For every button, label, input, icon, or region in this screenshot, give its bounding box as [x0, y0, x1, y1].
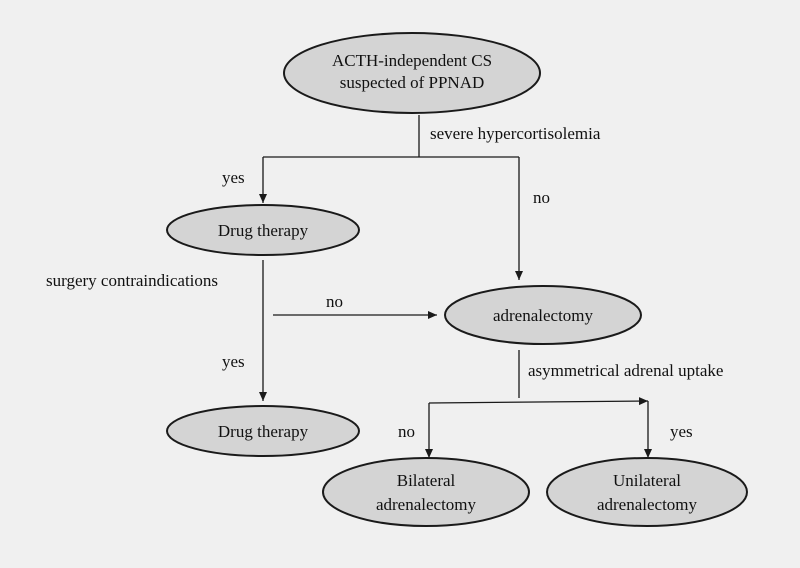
label-yes-2: yes: [222, 352, 245, 371]
node-drug-therapy-1-label: Drug therapy: [218, 221, 309, 240]
label-yes-3: yes: [670, 422, 693, 441]
node-adrenalectomy: adrenalectomy: [444, 285, 642, 345]
label-no-1: no: [533, 188, 550, 207]
node-drug-therapy-2-label: Drug therapy: [218, 422, 309, 441]
node-start: ACTH-independent CS suspected of PPNAD: [283, 32, 541, 114]
node-unilateral: Unilateral adrenalectomy: [546, 457, 748, 527]
node-bilateral: Bilateral adrenalectomy: [322, 457, 530, 527]
node-bilateral-line2: adrenalectomy: [376, 495, 477, 514]
label-asymmetrical-adrenal-uptake: asymmetrical adrenal uptake: [528, 361, 723, 380]
label-no-2: no: [326, 292, 343, 311]
label-severe-hypercortisolemia: severe hypercortisolemia: [430, 124, 601, 143]
node-unilateral-line2: adrenalectomy: [597, 495, 698, 514]
node-unilateral-line1: Unilateral: [613, 471, 681, 490]
label-yes-1: yes: [222, 168, 245, 187]
node-start-line1: ACTH-independent CS: [332, 51, 492, 70]
node-adrenalectomy-label: adrenalectomy: [493, 306, 594, 325]
label-surgery-contraindications: surgery contraindications: [46, 271, 218, 290]
edges: [259, 115, 652, 458]
node-drug-therapy-1: Drug therapy: [166, 204, 360, 256]
node-start-line2: suspected of PPNAD: [340, 73, 485, 92]
node-drug-therapy-2: Drug therapy: [166, 405, 360, 457]
node-bilateral-line1: Bilateral: [397, 471, 456, 490]
edge-split2-horizontal: [428, 397, 649, 406]
label-no-3: no: [398, 422, 415, 441]
